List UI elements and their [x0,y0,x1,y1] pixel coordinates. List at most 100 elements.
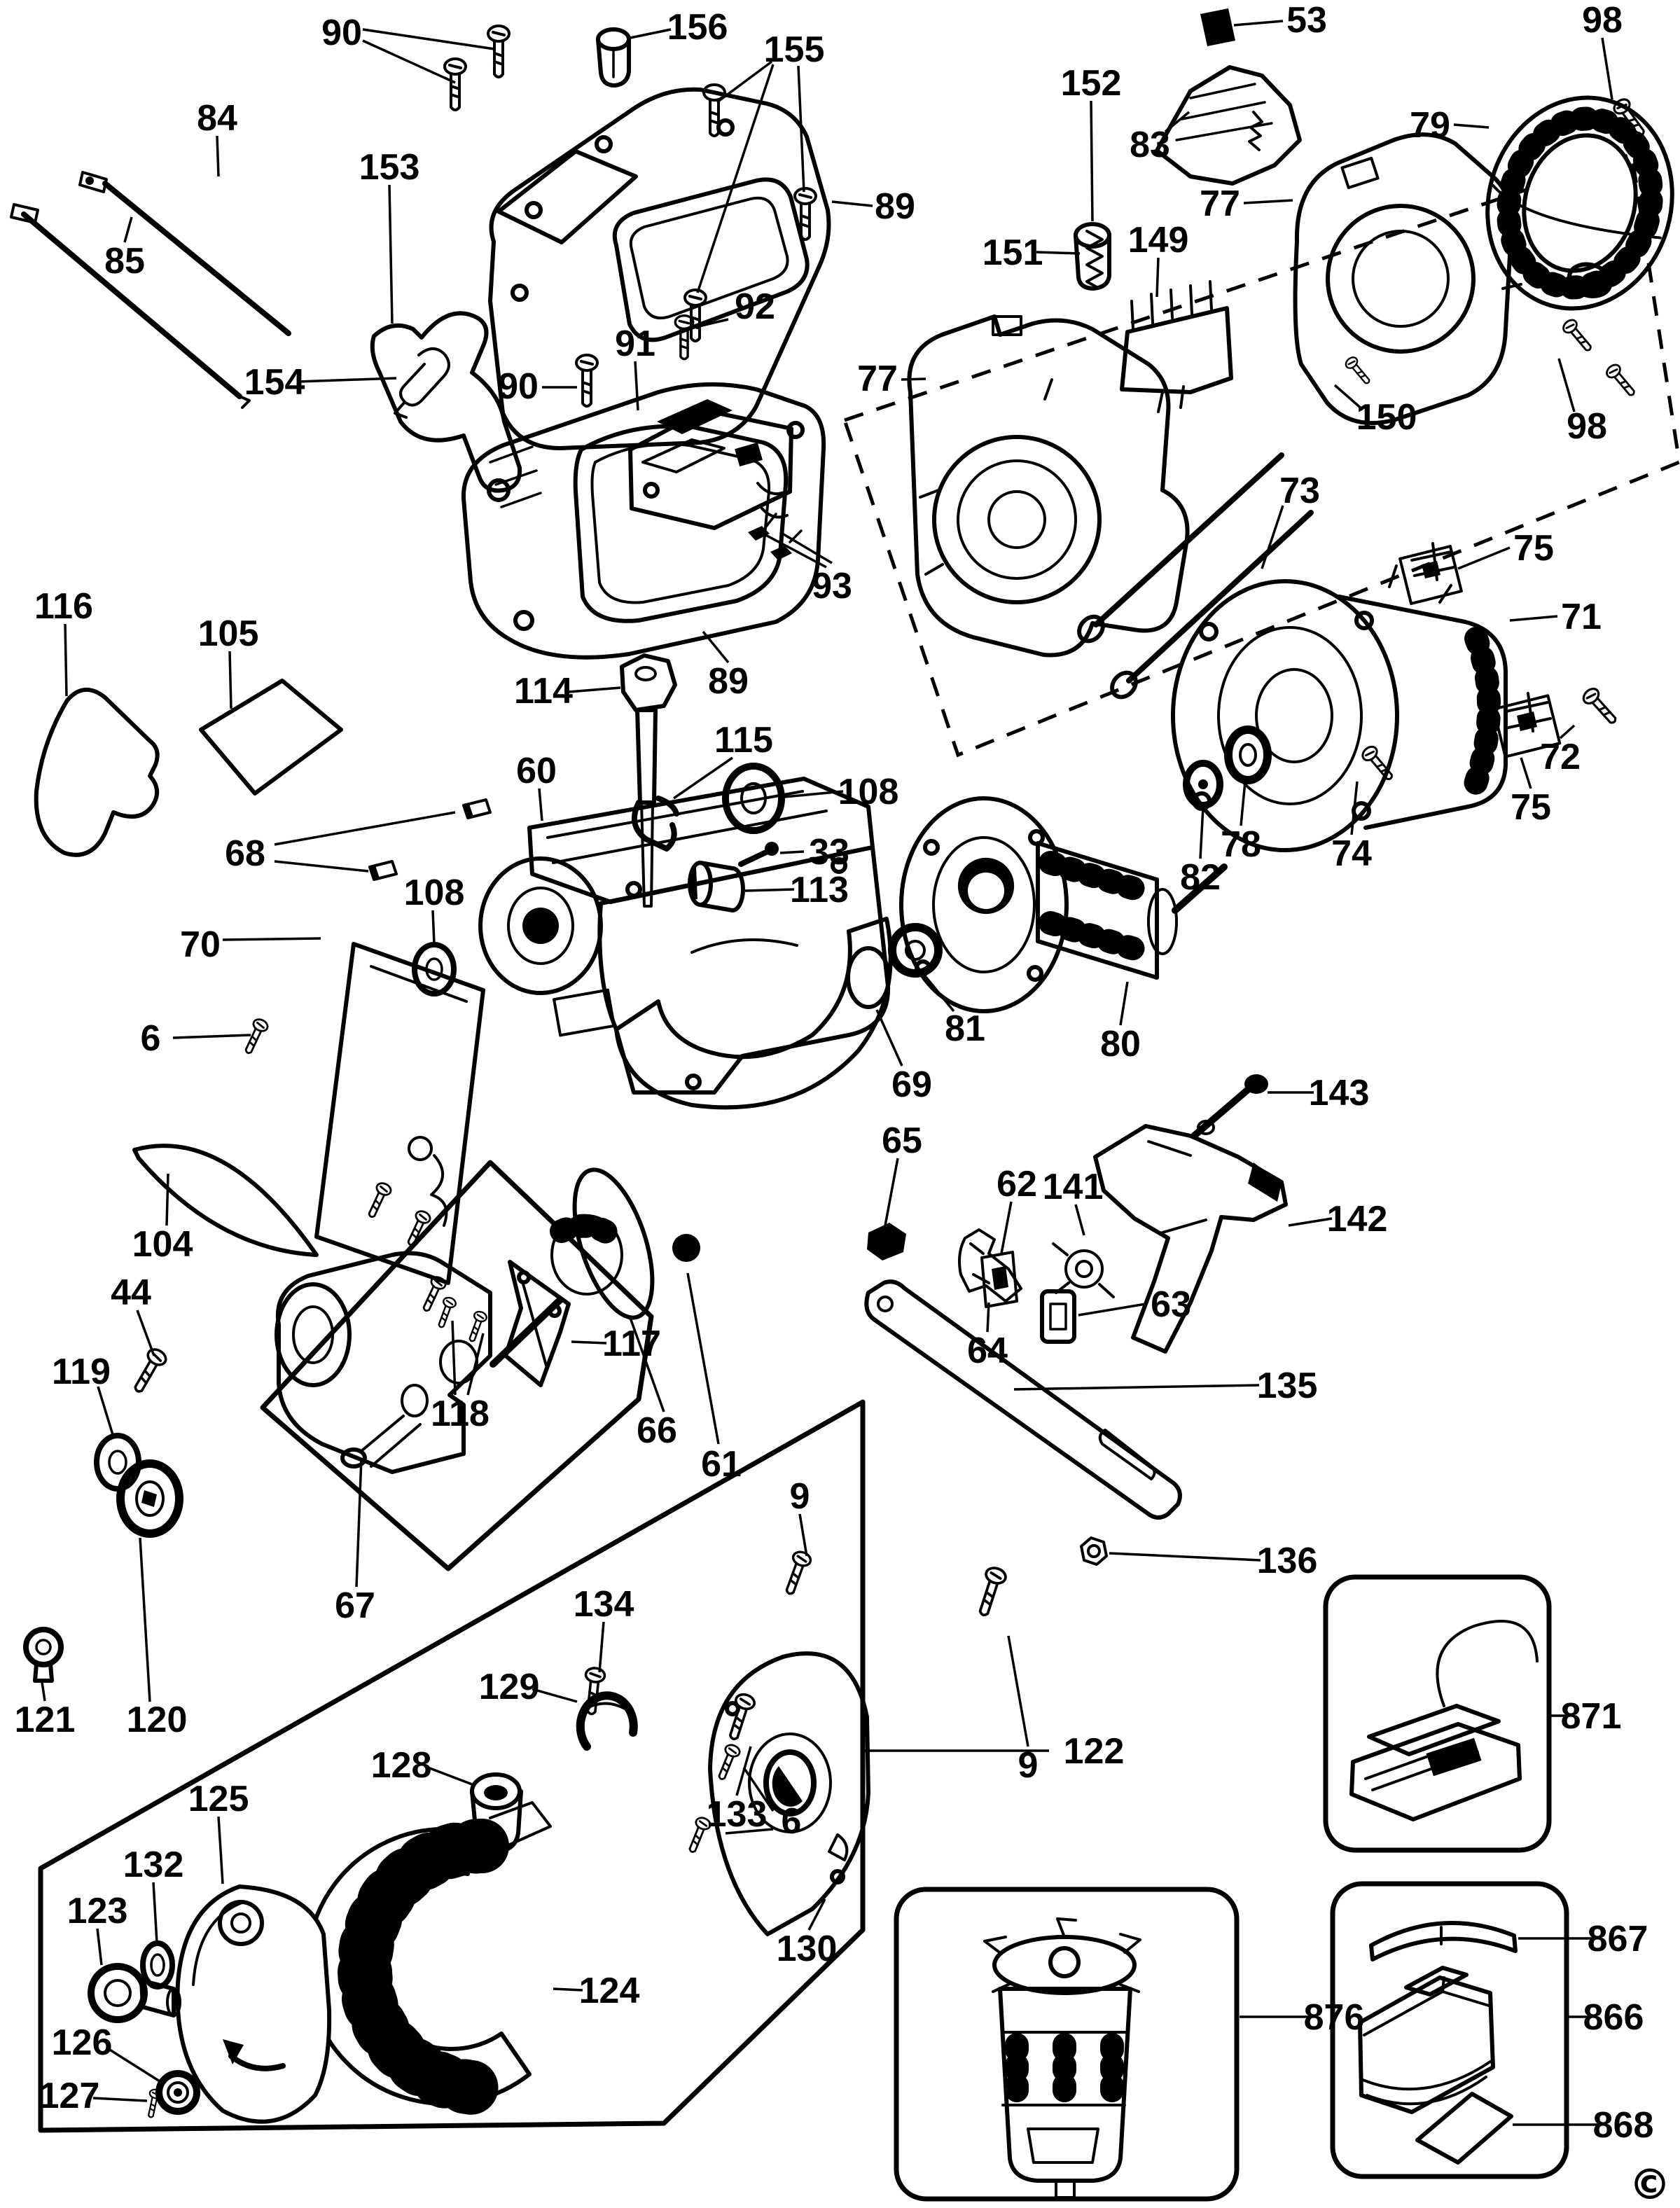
part-label-134: 134 [574,1584,634,1625]
part-label-6: 6 [782,1801,802,1842]
part-871-charger [1349,1620,1539,1821]
part-75-brush-holder-lower [1492,692,1562,758]
leader-line-132 [152,1882,158,1943]
leader-line-62 [1000,1201,1013,1254]
leader-line-70 [222,937,321,941]
part-83-brush-plate [1155,65,1302,186]
part-label-121: 121 [15,1700,76,1740]
leader-line-65 [884,1158,899,1226]
part-70-brake-plate [314,942,485,1285]
part-label-81: 81 [945,1008,985,1049]
part-123-guard-knob [88,1963,181,2023]
part-93-switch-clips [748,513,803,560]
leader-line-105 [228,651,232,709]
part-label-33: 33 [809,832,849,873]
leader-line-141 [1074,1204,1085,1236]
part-116-guard-cap [34,687,160,857]
leader-line-153 [388,184,394,324]
part-label-154: 154 [244,362,305,403]
part-label-130: 130 [777,1929,838,1969]
part-156-button [596,27,631,88]
leader-line-124 [553,1987,583,1992]
part-119-outer-washer [94,1433,141,1492]
part-label-152: 152 [1061,63,1122,104]
leader-line-142 [1288,1217,1333,1227]
part-153-lock-lever [370,311,522,493]
leader-line-9 [798,1513,808,1557]
leader-line-129 [532,1688,578,1703]
part-label-108: 108 [404,873,465,913]
part-label-868: 868 [1593,2105,1654,2146]
part-129-wave-spring [576,1691,638,1751]
part-label-120: 120 [127,1700,188,1740]
part-label-75: 75 [1513,528,1554,569]
part-143-pivot-bolt [1190,1074,1268,1139]
part-label-117: 117 [602,1324,661,1364]
leader-line-118 [466,1333,485,1396]
part-label-118: 118 [431,1394,490,1434]
part-label-114: 114 [514,671,573,711]
leader-line-127 [92,2097,148,2102]
leader-line-93 [779,531,833,564]
part-label-123: 123 [67,1891,128,1931]
leader-line-44 [136,1310,155,1356]
leader-line-114 [568,686,621,693]
leader-line-93 [757,529,827,569]
part-64-latch-lever [958,1228,1022,1303]
part-label-133: 133 [707,1794,768,1835]
part-label-156: 156 [667,7,728,48]
part-78-bearing [1224,725,1272,784]
part-label-79: 79 [1410,105,1450,146]
part-77-housing-left [907,314,1190,658]
part-label-80: 80 [1100,1024,1141,1064]
part-label-83: 83 [1130,125,1170,165]
leader-line-151 [1036,251,1081,255]
part-104-blade-wrench [132,1144,319,1257]
part-115-hook-clip [631,796,679,852]
leader-line-136 [1109,1552,1261,1562]
leader-line-108 [431,910,436,945]
leader-line-64 [986,1302,990,1333]
leader-line-91 [634,361,639,411]
part-label-116: 116 [34,586,93,627]
copyright-mark: © [1629,2160,1671,2208]
leader-line-126 [106,2046,160,2083]
leader-line-77 [1243,199,1293,204]
leader-line-82 [1199,806,1205,859]
battery-inset-box [1330,1881,1569,2179]
leader-line-115 [673,756,733,800]
part-867-battery-cap [1369,1921,1518,1961]
part-120-blade-clamp-washer [116,1459,183,1538]
leader-line-118 [451,1320,457,1396]
part-label-149: 149 [1128,220,1189,261]
leader-line-155 [696,64,775,293]
leader-line-117 [571,1340,607,1345]
assembly-boxes [38,151,1680,2202]
part-label-89: 89 [875,186,915,227]
part-label-91: 91 [615,324,655,364]
part-89-lower-handle [461,382,826,660]
part-126-pivot-pulley [155,2070,200,2115]
leader-line-152 [1090,100,1094,222]
part-label-155: 155 [764,29,825,70]
leader-line-79 [1453,123,1490,129]
leader-line-67 [355,1457,363,1588]
part-69-o-ring [846,946,891,1009]
part-label-153: 153 [359,147,420,188]
part-label-113: 113 [790,870,849,910]
part-61-nut [672,1234,700,1262]
leader-line-6 [742,1767,775,1812]
spindle-assembly-box [260,1160,654,1571]
part-label-98: 98 [1582,0,1623,41]
part-label-66: 66 [637,1410,677,1451]
part-label-89: 89 [708,661,749,702]
leader-line-125 [217,1816,224,1884]
part-117-support-bracket [504,1260,571,1387]
part-82-washer-center [1198,779,1208,789]
part-label-77: 77 [857,359,898,399]
part-label-119: 119 [52,1352,111,1392]
part-label-62: 62 [997,1164,1037,1204]
leader-line-72 [1559,724,1576,740]
part-label-150: 150 [1356,397,1417,438]
